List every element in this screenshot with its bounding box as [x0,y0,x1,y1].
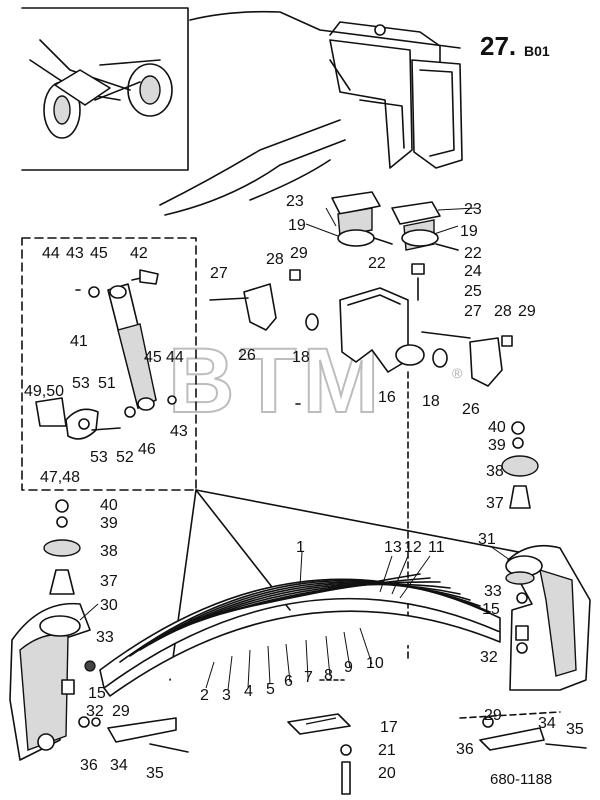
callout-36-right: 36 [456,741,474,758]
callout-28-right: 28 [494,303,512,320]
callout-46: 46 [138,441,156,458]
callout-6: 6 [284,673,293,690]
callout-labels: 1 2 3 4 5 6 7 8 9 10 11 12 13 15 15 16 1… [24,193,584,782]
callout-49-50: 49,50 [24,383,64,400]
callout-13: 13 [384,539,402,556]
callout-44-top: 44 [42,245,60,262]
callout-22-right: 22 [464,245,482,262]
callout-17: 17 [380,719,398,736]
callout-38-right: 38 [486,463,504,480]
callout-3: 3 [222,687,231,704]
callout-5: 5 [266,681,275,698]
callout-25: 25 [464,283,482,300]
callout-37-right: 37 [486,495,504,512]
callout-39-right: 39 [488,437,506,454]
callout-leader-lines [79,207,511,691]
callout-34-right: 34 [538,715,556,732]
callout-16: 16 [378,389,396,406]
leaf-spring-assembly [99,573,501,697]
callout-22-left: 22 [368,255,386,272]
callout-12: 12 [404,539,422,556]
callout-40-right: 40 [488,419,506,436]
callout-44-lower: 44 [166,349,184,366]
callout-1: 1 [296,539,305,556]
callout-2: 2 [200,687,209,704]
callout-26-left: 26 [238,347,256,364]
callout-11: 11 [428,539,445,556]
callout-15-left: 15 [88,685,106,702]
callout-35-right: 35 [566,721,584,738]
callout-37-left: 37 [100,573,118,590]
spring-seat-brackets [209,191,513,661]
callout-27-left: 27 [210,265,228,282]
frame-rail-section [159,10,463,216]
callout-45-lower: 45 [144,349,162,366]
callout-18-right: 18 [422,393,440,410]
callout-31: 31 [478,531,496,548]
callout-19-right: 19 [460,223,478,240]
callout-53-top: 53 [72,375,90,392]
callout-29-upper-left: 29 [290,245,308,262]
callout-24: 24 [464,263,482,280]
callout-43-top: 43 [66,245,84,262]
callout-33-left: 33 [96,629,114,646]
callout-15-right: 15 [482,601,500,618]
callout-40-left: 40 [100,497,118,514]
callout-36-left: 36 [80,757,98,774]
callout-19-left: 19 [288,217,306,234]
callout-42: 42 [130,245,148,262]
right-spring-hanger [459,544,591,751]
callout-52: 52 [116,449,134,466]
callout-8: 8 [324,667,333,684]
rubber-bumpers [43,421,539,595]
callout-20: 20 [378,765,396,782]
page-code-number: 27. [480,31,516,61]
shock-absorber-kit-box [21,237,561,681]
callout-30: 30 [100,597,118,614]
left-spring-hanger [9,602,189,761]
callout-47-48: 47,48 [40,469,80,486]
callout-28-left: 28 [266,251,284,268]
callout-29-lower-left: 29 [112,703,130,720]
callout-29-lower-right: 29 [484,707,502,724]
callout-51: 51 [98,375,116,392]
callout-18-left: 18 [292,349,310,366]
page-code-suffix: B01 [524,43,550,59]
callout-35-left: 35 [146,765,164,782]
callout-34-left: 34 [110,757,128,774]
watermark-registered-mark: ® [452,365,463,381]
inset-overview-view [21,7,189,171]
callout-33-right: 33 [484,583,502,600]
callout-10: 10 [366,655,384,672]
callout-53-lower: 53 [90,449,108,466]
callout-4: 4 [244,683,253,700]
figure-number: 680-1188 [490,771,552,788]
callout-23-left: 23 [286,193,304,210]
callout-29-upper-right: 29 [518,303,536,320]
callout-21: 21 [378,742,396,759]
callout-7: 7 [304,669,313,686]
callout-45-top: 45 [90,245,108,262]
callout-43-lower: 43 [170,423,188,440]
callout-23-right: 23 [464,201,482,218]
callout-32-left: 32 [86,703,104,720]
callout-26-right: 26 [462,401,480,418]
callout-39-left: 39 [100,515,118,532]
callout-38-left: 38 [100,543,118,560]
callout-41: 41 [70,333,88,350]
callout-27-right: 27 [464,303,482,320]
callout-32-right: 32 [480,649,498,666]
spring-plate-and-bolt [287,679,352,795]
callout-9: 9 [344,659,353,676]
